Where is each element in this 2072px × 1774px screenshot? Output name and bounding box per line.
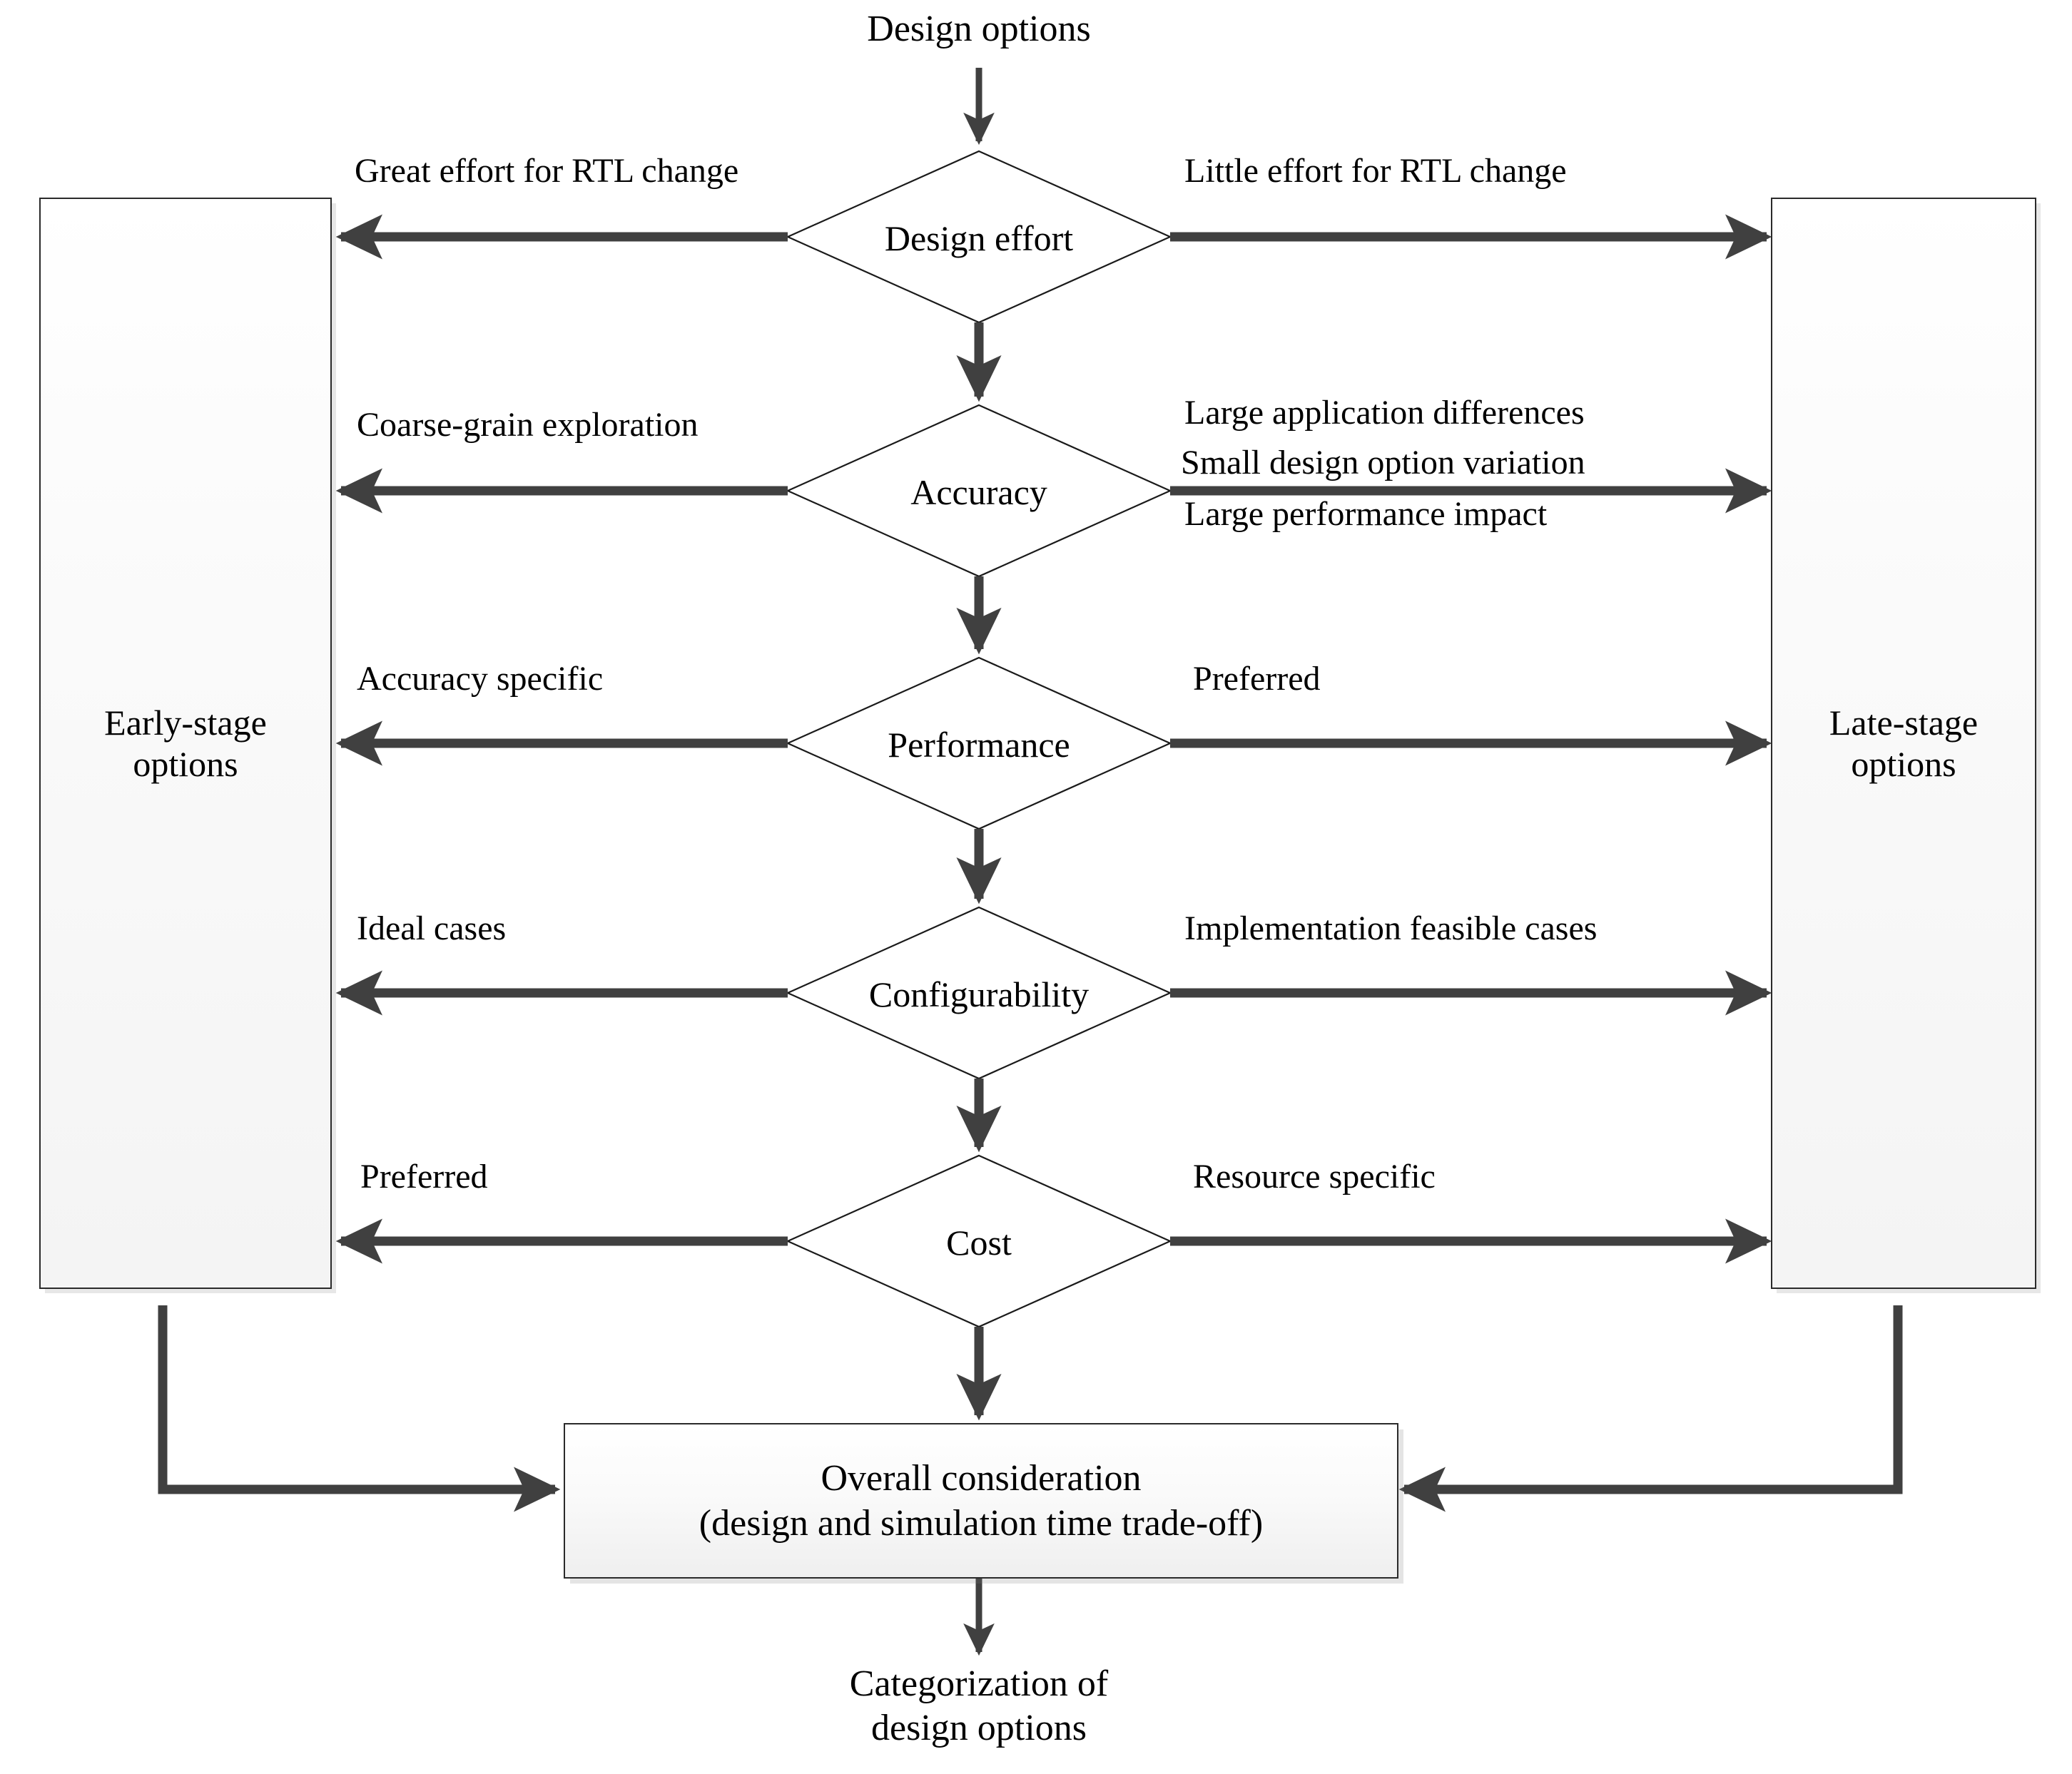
edge-label-accuracy-right-3: Large performance impact bbox=[1184, 495, 1548, 533]
arrow-latestage-to-overall bbox=[1398, 1305, 1903, 1512]
early-stage-line-2: options bbox=[133, 744, 238, 784]
edge-label-configurability-right: Implementation feasible cases bbox=[1184, 909, 1598, 947]
early-stage-line-1: Early-stage bbox=[104, 703, 267, 743]
entry-label: Design options bbox=[867, 9, 1091, 49]
late-stage-options-label: Late-stage options bbox=[1829, 702, 1978, 785]
exit-label: Categorization of design options bbox=[850, 1662, 1108, 1751]
edge-label-accuracy-right-2: Small design option variation bbox=[1181, 444, 1585, 481]
edge-label-accuracy-right-1: Large application differences bbox=[1184, 394, 1585, 432]
early-stage-options-label: Early-stage options bbox=[104, 702, 267, 785]
early-stage-options-box[interactable]: Early-stage options bbox=[39, 198, 332, 1289]
diamond-label-design-effort: Design effort bbox=[884, 218, 1074, 258]
exit-label-line-1: Categorization of bbox=[849, 1663, 1109, 1704]
edge-label-configurability-left: Ideal cases bbox=[357, 909, 507, 947]
edge-label-design-effort-left: Great effort for RTL change bbox=[355, 152, 739, 190]
diamond-label-cost: Cost bbox=[946, 1223, 1012, 1263]
edge-label-performance-right: Preferred bbox=[1193, 660, 1321, 698]
edge-label-design-effort-right: Little effort for RTL change bbox=[1184, 152, 1567, 190]
diamond-label-performance: Performance bbox=[888, 725, 1070, 765]
diamond-label-accuracy: Accuracy bbox=[910, 472, 1047, 512]
edge-label-cost-left: Preferred bbox=[360, 1158, 488, 1196]
diamond-label-configurability: Configurability bbox=[868, 974, 1090, 1014]
exit-label-line-2: design options bbox=[871, 1708, 1087, 1749]
late-stage-line-1: Late-stage bbox=[1829, 703, 1979, 743]
late-stage-line-2: options bbox=[1851, 744, 1956, 784]
edge-label-cost-right: Resource specific bbox=[1193, 1158, 1436, 1196]
overall-line-1: Overall consideration bbox=[821, 1457, 1142, 1499]
overall-consideration-box[interactable]: Overall consideration (design and simula… bbox=[564, 1423, 1398, 1579]
arrow-earlystage-to-overall bbox=[158, 1305, 561, 1512]
overall-consideration-label: Overall consideration (design and simula… bbox=[699, 1456, 1263, 1546]
overall-line-2: (design and simulation time trade-off) bbox=[699, 1503, 1264, 1544]
late-stage-options-box[interactable]: Late-stage options bbox=[1771, 198, 2036, 1289]
edge-label-performance-left: Accuracy specific bbox=[357, 660, 604, 698]
edge-label-accuracy-left: Coarse-grain exploration bbox=[357, 406, 699, 444]
